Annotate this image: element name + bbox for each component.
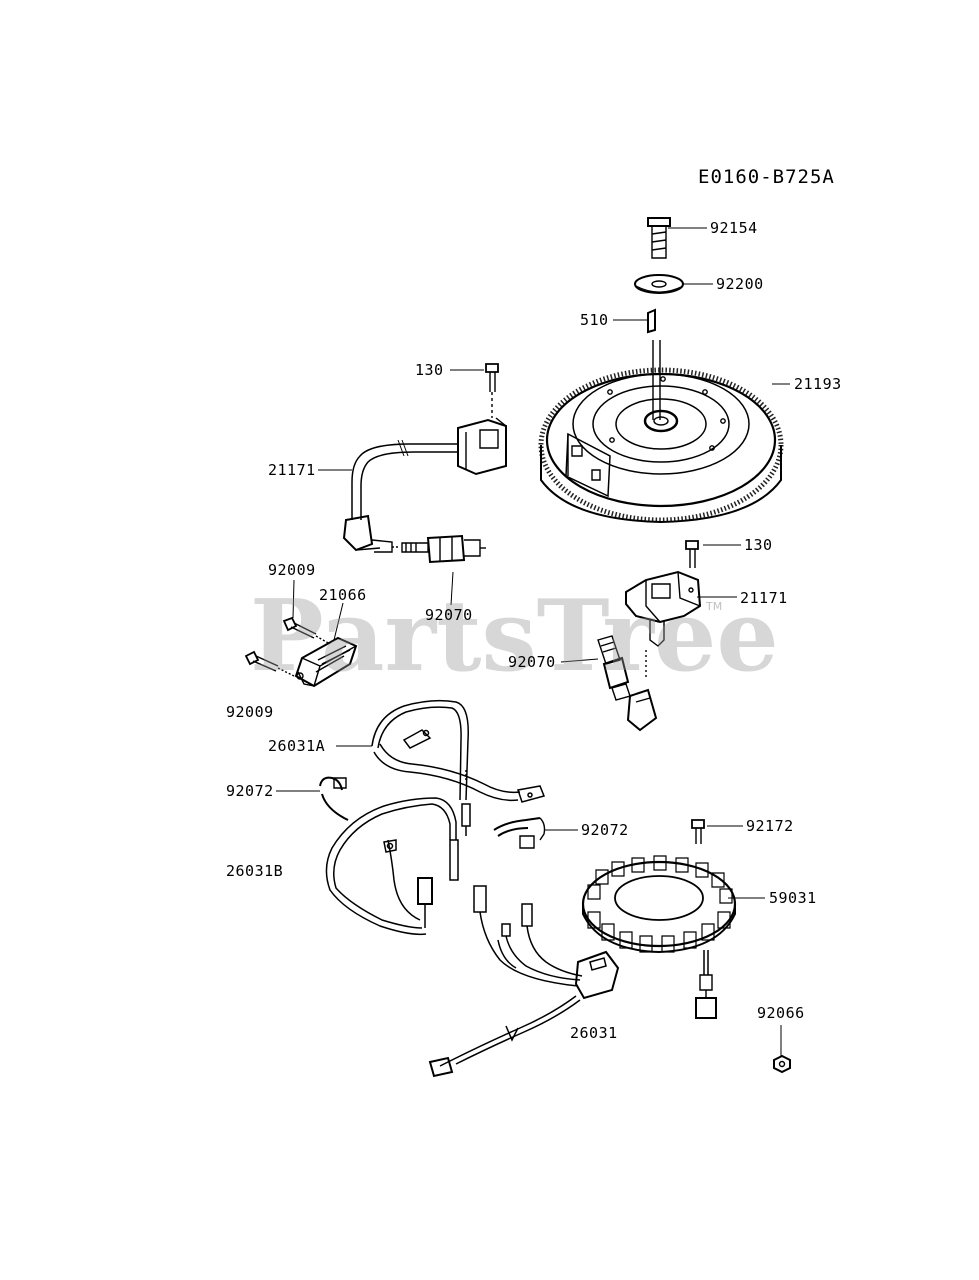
- trademark-mark: TM: [706, 600, 723, 613]
- part-label-130-top[interactable]: 130: [415, 361, 444, 379]
- part-label-26031[interactable]: 26031: [570, 1024, 618, 1042]
- part-label-21066[interactable]: 21066: [319, 586, 367, 604]
- flywheel-21193: [541, 370, 781, 522]
- ignition-coil-21171-right: [626, 541, 700, 730]
- part-label-21171-left[interactable]: 21171: [268, 461, 316, 479]
- harness-26031B: [326, 798, 458, 934]
- harness-26031A: [372, 701, 544, 836]
- washer-92200: [635, 275, 683, 293]
- diagram-code: E0160-B725A: [698, 166, 835, 188]
- part-label-92066[interactable]: 92066: [757, 1004, 805, 1022]
- part-label-59031[interactable]: 59031: [769, 889, 817, 907]
- part-label-92172[interactable]: 92172: [746, 817, 794, 835]
- part-label-92070-right[interactable]: 92070: [508, 653, 556, 671]
- screw-92172: [692, 820, 704, 844]
- part-label-92072-right[interactable]: 92072: [581, 821, 629, 839]
- part-label-21193[interactable]: 21193: [794, 375, 842, 393]
- harness-26031: [430, 886, 618, 1076]
- leader-lines: [276, 228, 790, 1056]
- clamp-92072-left: [320, 778, 348, 820]
- part-label-26031A[interactable]: 26031A: [268, 737, 326, 755]
- part-label-510[interactable]: 510: [580, 311, 609, 329]
- part-label-92009-bottom[interactable]: 92009: [226, 703, 274, 721]
- regulator-21066: [296, 638, 356, 686]
- part-label-21171-right[interactable]: 21171: [740, 589, 788, 607]
- ignition-coil-21171-top: [344, 364, 506, 552]
- screw-92009-bottom: [246, 652, 294, 676]
- part-label-92070-left[interactable]: 92070: [425, 606, 473, 624]
- part-label-92072-left[interactable]: 92072: [226, 782, 274, 800]
- spark-plug-92070-right: [598, 636, 630, 700]
- part-label-92009-top[interactable]: 92009: [268, 561, 316, 579]
- bolt-92154: [648, 218, 670, 258]
- part-label-92154[interactable]: 92154: [710, 219, 758, 237]
- spark-plug-92070-left: [402, 536, 486, 562]
- screw-92009-top: [284, 618, 330, 644]
- nut-92066: [774, 1056, 790, 1072]
- part-label-130-right[interactable]: 130: [744, 536, 773, 554]
- clamp-92072-right: [494, 818, 545, 848]
- watermark-logo: PartsTree: [250, 579, 779, 694]
- part-label-26031B[interactable]: 26031B: [226, 862, 284, 880]
- stator-59031: [583, 856, 735, 1018]
- key-510: [648, 310, 660, 420]
- part-label-92200[interactable]: 92200: [716, 275, 764, 293]
